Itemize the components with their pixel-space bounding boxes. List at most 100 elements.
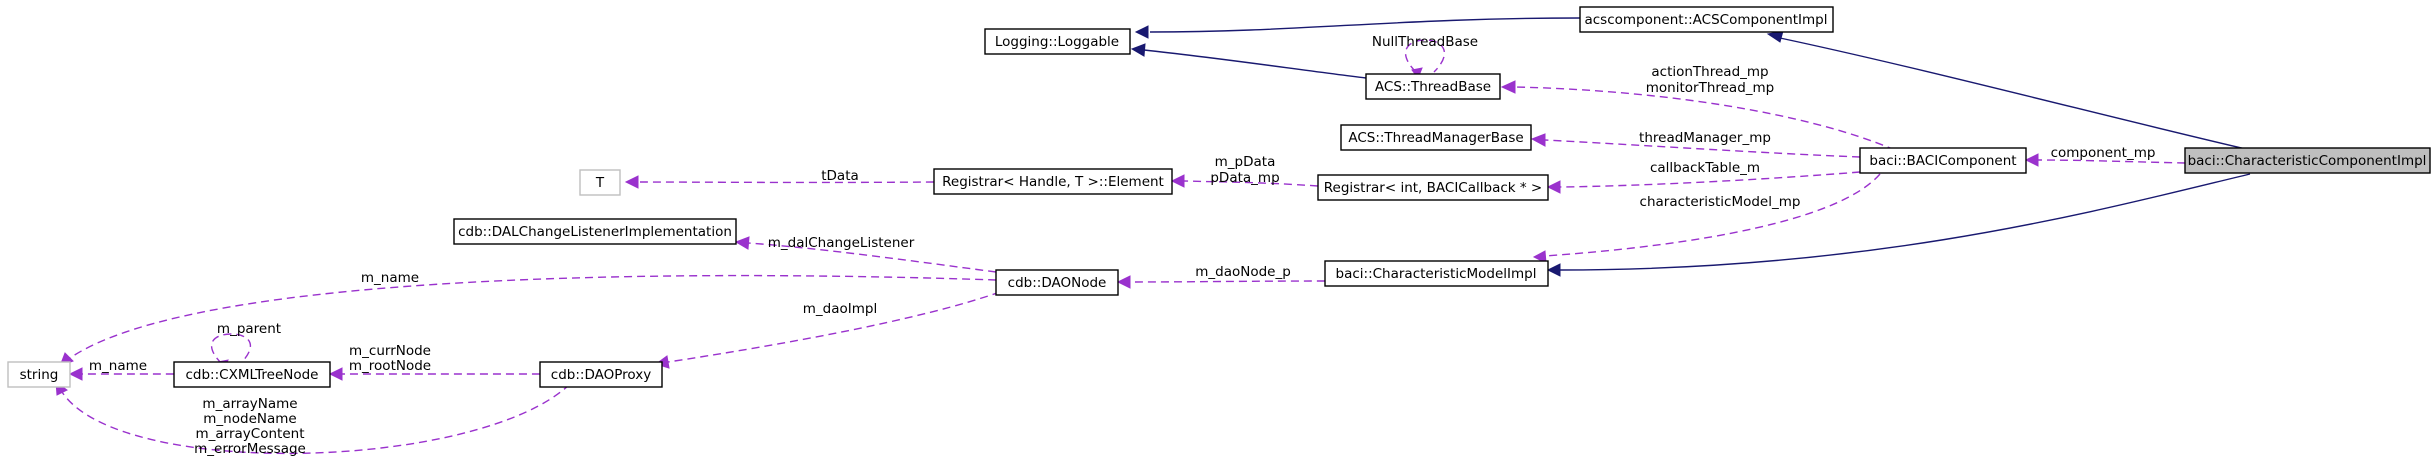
node-box: [995, 269, 1119, 296]
node-box: [7, 361, 71, 388]
node-box: [539, 361, 663, 388]
arrowhead-use: [1546, 180, 1561, 194]
label-m-name-left: m_name: [89, 358, 147, 374]
label-m-error-message: m_errorMessage: [194, 441, 306, 457]
label-null-thread-base: NullThreadBase: [1372, 34, 1478, 50]
node-label: string: [20, 367, 59, 383]
node-t: T: [579, 169, 621, 196]
edge-characteristic-component-to-acs-component: [1779, 37, 2251, 151]
node-registrar-int[interactable]: Registrar< int, BACICallback * >: [1317, 174, 1549, 201]
node-box: [579, 169, 621, 196]
label-m-node-name: m_nodeName: [203, 411, 296, 427]
node-label: Logging::Loggable: [995, 34, 1119, 50]
node-box: [2184, 147, 2431, 174]
edge-registrar-int-to-element: [1183, 180, 1319, 187]
arrowhead-use: [1170, 174, 1185, 188]
label-t-data: tData: [821, 168, 859, 184]
arrowhead-inherit: [1546, 263, 1561, 277]
edge-dao-node-to-dal-listener: [747, 242, 997, 273]
arrowhead-use: [1530, 133, 1546, 147]
node-baci-component[interactable]: baci::BACIComponent: [1859, 147, 2027, 174]
label-pdata-mp: pData_mp: [1210, 170, 1279, 186]
arrowhead-inherit: [1134, 25, 1149, 39]
edge-baci-component-to-thread-manager: [1544, 139, 1861, 158]
edges: [55, 17, 2251, 455]
nodes: Logging::Loggable acscomponent::ACSCompo…: [7, 6, 2431, 388]
edge-thread-base-to-loggable: [1143, 49, 1367, 79]
label-monitor-thread: monitorThread_mp: [1646, 80, 1775, 96]
node-dao-proxy[interactable]: cdb::DAOProxy: [539, 361, 663, 388]
edge-baci-component-to-registrar-int: [1559, 171, 1861, 188]
edge-baci-component-to-thread-base: [1514, 86, 1896, 151]
node-box: [1579, 6, 1834, 33]
edge-dao-proxy-to-string: [61, 383, 571, 455]
label-m-array-content: m_arrayContent: [196, 426, 305, 442]
node-box: [1317, 174, 1549, 201]
edge-dao-node-to-string: [69, 274, 997, 359]
edge-acs-component-to-loggable: [1149, 17, 1581, 33]
arrowhead-inherit: [1130, 43, 1146, 57]
node-box: [933, 168, 1173, 195]
node-loggable[interactable]: Logging::Loggable: [984, 28, 1131, 55]
node-label: cdb::DALChangeListenerImplementation: [458, 224, 732, 240]
node-label: baci::CharacteristicModelImpl: [1336, 266, 1537, 282]
node-label: cdb::DAONode: [1008, 275, 1107, 291]
label-m-dao-impl: m_daoImpl: [803, 301, 877, 317]
node-characteristic-model-impl[interactable]: baci::CharacteristicModelImpl: [1324, 260, 1549, 287]
edge-baci-component-to-characteristic-model: [1544, 173, 1881, 257]
node-thread-base[interactable]: ACS::ThreadBase: [1365, 73, 1501, 100]
arrowhead-use: [328, 367, 343, 381]
arrowhead-use: [68, 367, 83, 381]
label-m-array-name: m_arrayName: [202, 396, 297, 412]
edge-dao-node-to-dao-proxy: [667, 291, 1001, 363]
label-m-name-top: m_name: [361, 270, 419, 286]
edge-characteristic-component-to-characteristic-model: [1559, 173, 2251, 271]
edge-thread-base-self-loop: [1404, 39, 1446, 73]
node-dao-node[interactable]: cdb::DAONode: [995, 269, 1119, 296]
node-label: Registrar< Handle, T >::Element: [942, 174, 1164, 190]
label-m-root-node: m_rootNode: [349, 358, 431, 374]
label-component-mp: component_mp: [2051, 145, 2156, 161]
node-label: acscomponent::ACSComponentImpl: [1584, 12, 1827, 28]
node-label: ACS::ThreadManagerBase: [1348, 130, 1523, 146]
label-action-thread: actionThread_mp: [1651, 64, 1768, 80]
node-label: Registrar< int, BACICallback * >: [1324, 180, 1542, 196]
edge-characteristic-component-to-baci-component: [2037, 159, 2186, 164]
node-label: T: [595, 175, 605, 191]
arrowhead-use: [1532, 250, 1547, 264]
node-string: string: [7, 361, 71, 388]
node-registrar-element[interactable]: Registrar< Handle, T >::Element: [933, 168, 1173, 195]
node-dal-change-listener[interactable]: cdb::DALChangeListenerImplementation: [453, 218, 737, 245]
label-m-curr-node: m_currNode: [349, 343, 431, 359]
label-characteristic-model: characteristicModel_mp: [1640, 194, 1801, 210]
arrowhead-use: [2024, 153, 2039, 167]
label-dal-change-listener: m_dalChangeListener: [768, 235, 915, 251]
node-thread-manager-base[interactable]: ACS::ThreadManagerBase: [1340, 124, 1532, 151]
arrowhead-use: [624, 175, 639, 189]
edge-labels: NullThreadBase actionThread_mp monitorTh…: [89, 34, 2156, 457]
label-m-parent: m_parent: [217, 321, 281, 337]
arrowhead-use: [1500, 80, 1516, 94]
label-m-pdata: m_pData: [1215, 154, 1276, 170]
node-label: baci::CharacteristicComponentImpl: [2188, 153, 2427, 169]
node-box: [1340, 124, 1532, 151]
label-callback-table: callbackTable_m: [1650, 160, 1760, 176]
node-box: [984, 28, 1131, 55]
node-box: [1365, 73, 1501, 100]
node-label: cdb::DAOProxy: [551, 367, 651, 383]
edge-characteristic-model-to-dao-node: [1129, 280, 1326, 283]
node-box: [173, 361, 331, 388]
arrowhead-use: [1116, 275, 1131, 289]
node-characteristic-component-impl[interactable]: baci::CharacteristicComponentImpl: [2184, 147, 2431, 174]
node-label: baci::BACIComponent: [1869, 153, 2016, 169]
node-box: [1859, 147, 2027, 174]
arrowhead-use: [734, 236, 750, 250]
node-box: [453, 218, 737, 245]
edge-cxml-tree-node-self-loop: [210, 333, 252, 365]
label-dao-node-p: m_daoNode_p: [1195, 264, 1291, 280]
node-cxml-tree-node[interactable]: cdb::CXMLTreeNode: [173, 361, 331, 388]
node-acs-component-impl[interactable]: acscomponent::ACSComponentImpl: [1579, 6, 1834, 33]
label-thread-manager: threadManager_mp: [1639, 130, 1771, 146]
node-label: ACS::ThreadBase: [1375, 79, 1491, 95]
